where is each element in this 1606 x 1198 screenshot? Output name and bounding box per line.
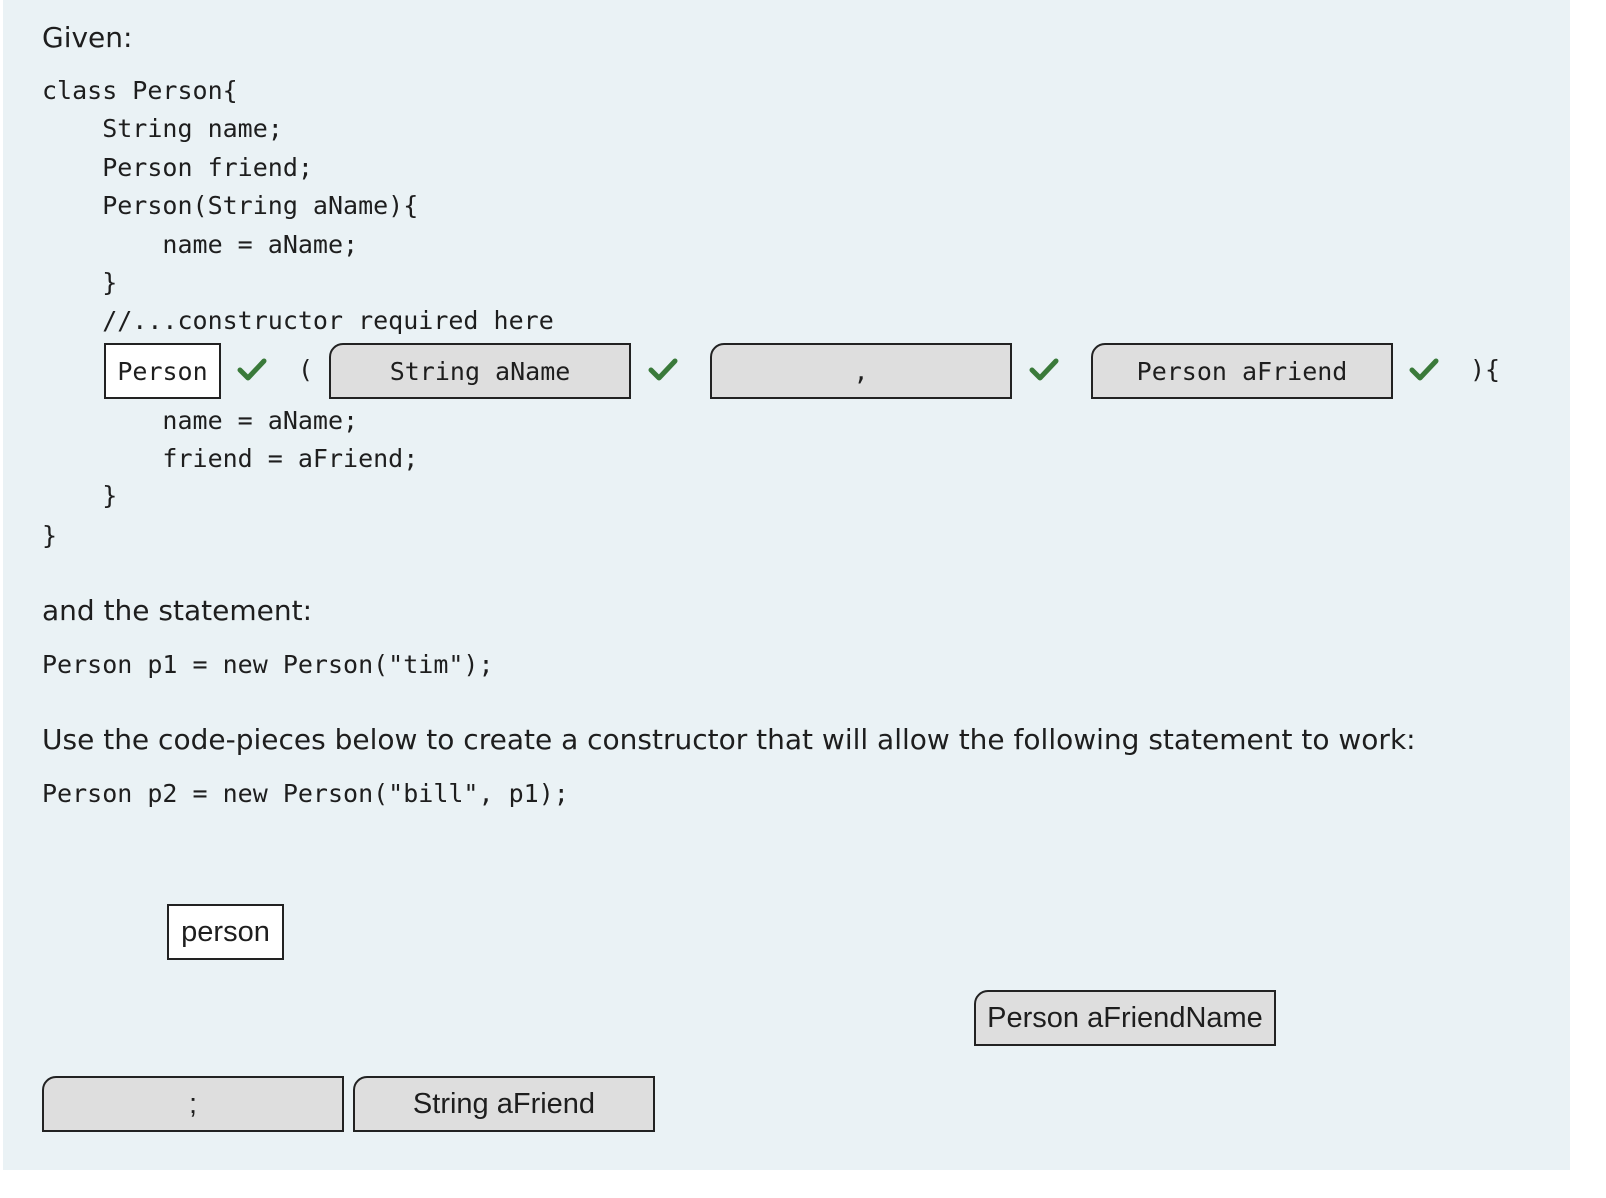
- code-after-3: }: [42, 481, 118, 510]
- code-after-4: }: [42, 521, 58, 550]
- code-line-5: name = aName;: [42, 230, 359, 259]
- check-icon: [237, 358, 267, 381]
- code-piece-person-afriendname[interactable]: Person aFriendName: [974, 990, 1276, 1046]
- instruction-text: Use the code-pieces below to create a co…: [42, 723, 1416, 756]
- code-line-3: Person friend;: [42, 153, 313, 182]
- code-piece-person[interactable]: person: [167, 904, 284, 960]
- code-after-1: name = aName;: [42, 406, 359, 435]
- code-line-2: String name;: [42, 114, 283, 143]
- code-line-4: Person(String aName){: [42, 191, 419, 220]
- check-icon: [1029, 358, 1059, 381]
- drop-slot-2[interactable]: String aName: [329, 343, 631, 399]
- check-icon: [1409, 358, 1439, 381]
- check-icon: [648, 358, 678, 381]
- code-piece-semicolon[interactable]: ;: [42, 1076, 344, 1132]
- code-piece-string-afriend[interactable]: String aFriend: [353, 1076, 655, 1132]
- code-line-1: class Person{: [42, 76, 238, 105]
- close-paren-brace: ){: [1470, 355, 1501, 384]
- given-label: Given:: [42, 21, 133, 54]
- exercise-panel: [3, 0, 1570, 1170]
- drop-slot-1[interactable]: Person: [104, 343, 221, 399]
- drop-slot-3[interactable]: ,: [710, 343, 1012, 399]
- code-comment: //...constructor required here: [42, 306, 554, 335]
- drop-slot-4[interactable]: Person aFriend: [1091, 343, 1393, 399]
- target-code: Person p2 = new Person("bill", p1);: [42, 779, 569, 808]
- open-paren: (: [298, 355, 314, 384]
- code-after-2: friend = aFriend;: [42, 444, 419, 473]
- code-line-6: }: [42, 268, 118, 297]
- statement-label: and the statement:: [42, 594, 313, 627]
- statement-code: Person p1 = new Person("tim");: [42, 650, 494, 679]
